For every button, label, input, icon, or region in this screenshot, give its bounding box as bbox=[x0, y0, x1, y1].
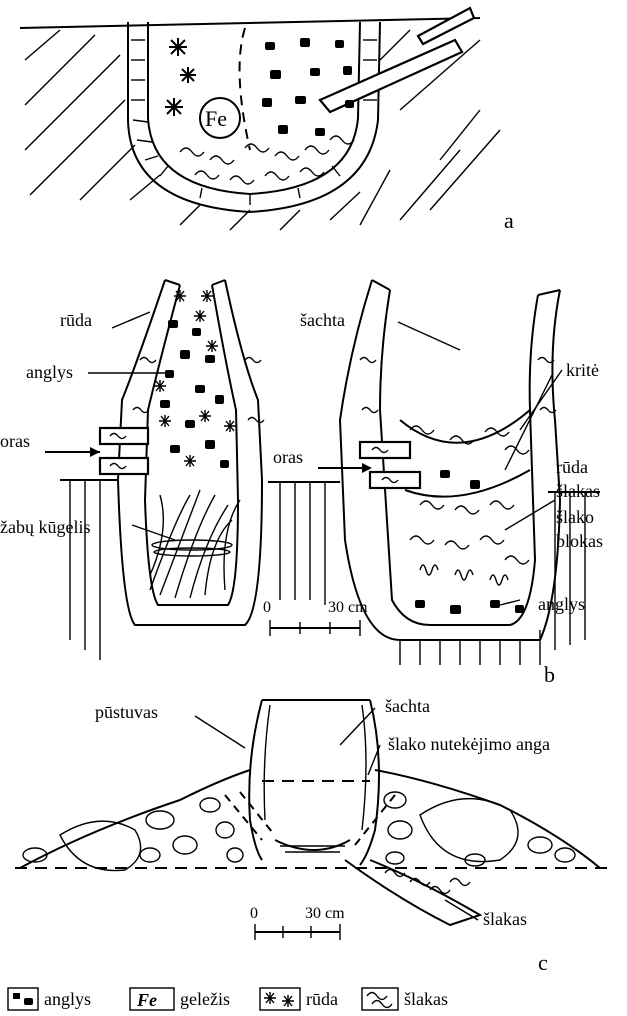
label-ruda-left: rūda bbox=[60, 310, 92, 330]
panel-letter-a: a bbox=[504, 208, 514, 233]
slag-level-line bbox=[405, 470, 530, 497]
label-oras-right: oras bbox=[273, 447, 303, 467]
ground-line bbox=[20, 18, 480, 28]
leader-pustuvas bbox=[195, 716, 245, 748]
fe-label: Fe bbox=[205, 106, 227, 131]
label-anglys-left: anglys bbox=[26, 362, 73, 382]
panel-c: šachta pūstuvas šlako nutekėjimo anga šl… bbox=[15, 696, 612, 975]
legend-item-anglys: anglys bbox=[8, 988, 91, 1010]
tuyere-box-upper-right bbox=[360, 442, 410, 458]
tuyere-box-upper-left bbox=[100, 428, 148, 444]
label-zabu-kugelis: žabų kūgelis bbox=[0, 517, 90, 537]
scale-zero-b: 0 bbox=[263, 599, 271, 616]
leader-sachta-c bbox=[340, 708, 375, 745]
tuyere-box-lower-right bbox=[370, 472, 420, 488]
tuyere-box-lower-left bbox=[100, 458, 148, 474]
shaft-left-outer bbox=[249, 700, 262, 860]
slag-heap bbox=[345, 860, 480, 925]
leader-slako-blokas bbox=[505, 500, 555, 530]
label-anglys-right: anglys bbox=[538, 594, 585, 614]
label-slakas-c: šlakas bbox=[483, 909, 527, 929]
shaft-right-outer bbox=[360, 700, 379, 865]
ore-stars-a bbox=[165, 38, 196, 116]
bloom-bowl bbox=[275, 840, 350, 850]
tuyere-pipe bbox=[320, 40, 462, 112]
pit-outer-wall bbox=[128, 22, 380, 212]
slag-pieces-b-right bbox=[410, 426, 529, 585]
brushwood-bundle bbox=[150, 490, 240, 598]
label-ruda-right: rūda bbox=[556, 457, 588, 477]
legend-item-ruda: rūda bbox=[260, 988, 338, 1010]
left-furnace-outer bbox=[118, 280, 262, 625]
label-slako-nutekejimo-anga: šlako nutekėjimo anga bbox=[388, 734, 550, 754]
charge-divider bbox=[240, 28, 250, 150]
wall-squiggles-left bbox=[110, 358, 264, 469]
leader-zabu bbox=[132, 525, 175, 540]
panel-letter-b: b bbox=[544, 662, 555, 687]
label-slako-line1: šlako bbox=[556, 507, 594, 527]
panel-a: Fe a bbox=[20, 8, 514, 233]
panel-letter-c: c bbox=[538, 950, 548, 975]
label-sachta-c: šachta bbox=[385, 696, 430, 716]
scale-value-c: 30 cm bbox=[305, 905, 345, 922]
legend-item-gelezis: Fe geležis bbox=[130, 988, 230, 1010]
coal-lumps-b-left bbox=[160, 320, 229, 468]
charge-bowl-line bbox=[400, 410, 530, 443]
soil-lines-b bbox=[70, 480, 585, 665]
right-furnace-outer bbox=[340, 280, 560, 640]
label-pustuvas: pūstuvas bbox=[95, 702, 158, 722]
label-krite: kritė bbox=[566, 360, 599, 380]
mound-left-top bbox=[20, 770, 250, 868]
tuyere-end bbox=[418, 8, 474, 44]
blower-channel bbox=[225, 795, 262, 840]
mound-stones-left bbox=[23, 798, 243, 871]
legend-item-slakas: šlakas bbox=[362, 988, 448, 1010]
legend-label-gelezis: geležis bbox=[180, 989, 230, 1009]
scale-value-b: 30 cm bbox=[328, 599, 368, 616]
legend-label-slakas: šlakas bbox=[404, 989, 448, 1009]
leader-anglys-right bbox=[500, 600, 520, 605]
coal-lumps-a bbox=[262, 38, 354, 136]
label-slako-line2: blokas bbox=[556, 531, 603, 551]
legend-fe-symbol: Fe bbox=[136, 990, 157, 1010]
ore-stars-b-left bbox=[154, 290, 236, 467]
coal-icon bbox=[8, 988, 38, 1010]
leader-ruda-left bbox=[112, 312, 150, 328]
label-sachta-b: šachta bbox=[300, 310, 345, 330]
ore-icon bbox=[260, 988, 300, 1010]
legend-label-ruda: rūda bbox=[306, 989, 338, 1009]
panel-b: 0 30 cm rūda anglys oras žabų kūgelis ša… bbox=[0, 280, 603, 687]
slag-pieces-a bbox=[180, 136, 354, 184]
slag-outlet-channel bbox=[355, 795, 395, 845]
mound-right-top bbox=[375, 770, 600, 868]
label-slakas-b: šlakas bbox=[556, 481, 600, 501]
label-oras-left: oras bbox=[0, 431, 30, 451]
leader-sachta-b bbox=[398, 322, 460, 350]
mound-stones-right bbox=[384, 792, 575, 866]
legend-label-anglys: anglys bbox=[44, 989, 91, 1009]
slag-pieces-c bbox=[385, 870, 470, 894]
scale-zero-c: 0 bbox=[250, 905, 258, 922]
legend: anglys Fe geležis rūda šlakas bbox=[8, 988, 448, 1010]
